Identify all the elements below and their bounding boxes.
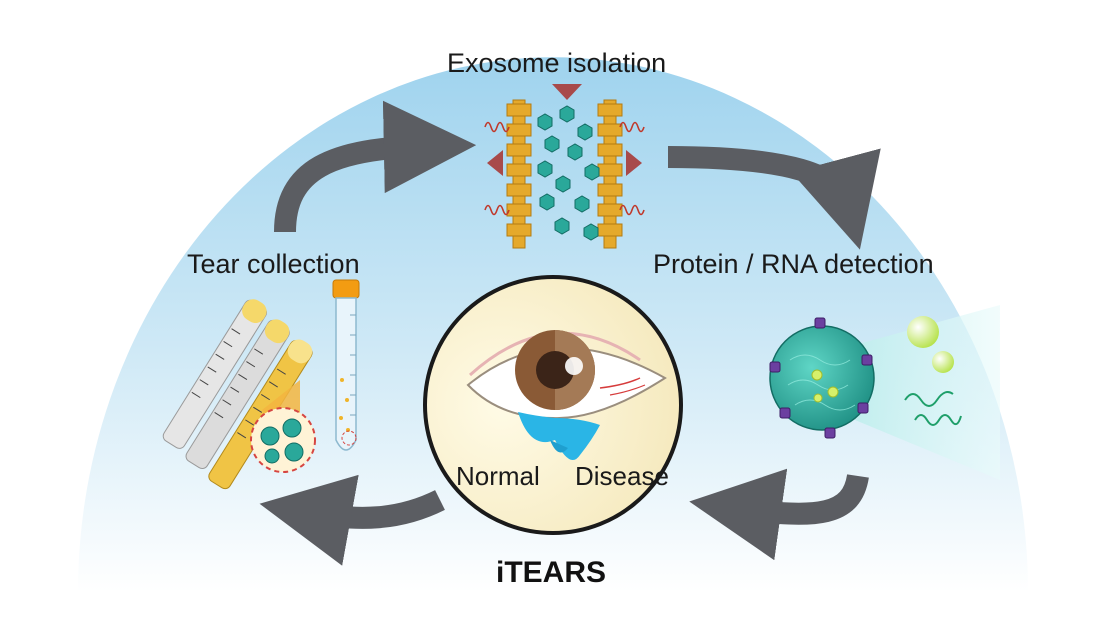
platform-name: iTEARS <box>496 556 607 589</box>
electrode-left <box>506 99 532 249</box>
exosome-icon-cluster <box>537 105 600 241</box>
curved-arrow-icon-bottom-right <box>689 468 869 561</box>
acoustic-waves <box>484 121 645 216</box>
curved-arrow-icon-bottom-left <box>259 474 445 566</box>
flow-arrows <box>259 100 881 566</box>
eye-label-normal: Normal <box>456 461 540 491</box>
step-title-exosome-isolation: Exosome isolation <box>447 48 667 78</box>
step-title-detection: Protein / RNA detection <box>653 249 934 279</box>
triangle-icon-left <box>487 150 503 176</box>
step-title-tear-collection: Tear collection <box>187 249 360 279</box>
detection-illustration <box>769 305 1000 480</box>
acoustic-separator <box>484 84 645 249</box>
electrode-right <box>597 99 623 249</box>
eye-label-disease: Disease <box>575 461 669 491</box>
test-tube-icon <box>332 279 360 451</box>
magnified-exosomes <box>250 380 357 473</box>
triangle-icon-right <box>626 150 642 176</box>
schirmer-strip-icon <box>162 299 313 490</box>
eye-icon <box>423 275 683 535</box>
curved-arrow-icon-top-right <box>667 146 881 250</box>
triangle-icon-top <box>552 84 582 100</box>
curved-arrow-icon-top-left <box>274 100 477 233</box>
